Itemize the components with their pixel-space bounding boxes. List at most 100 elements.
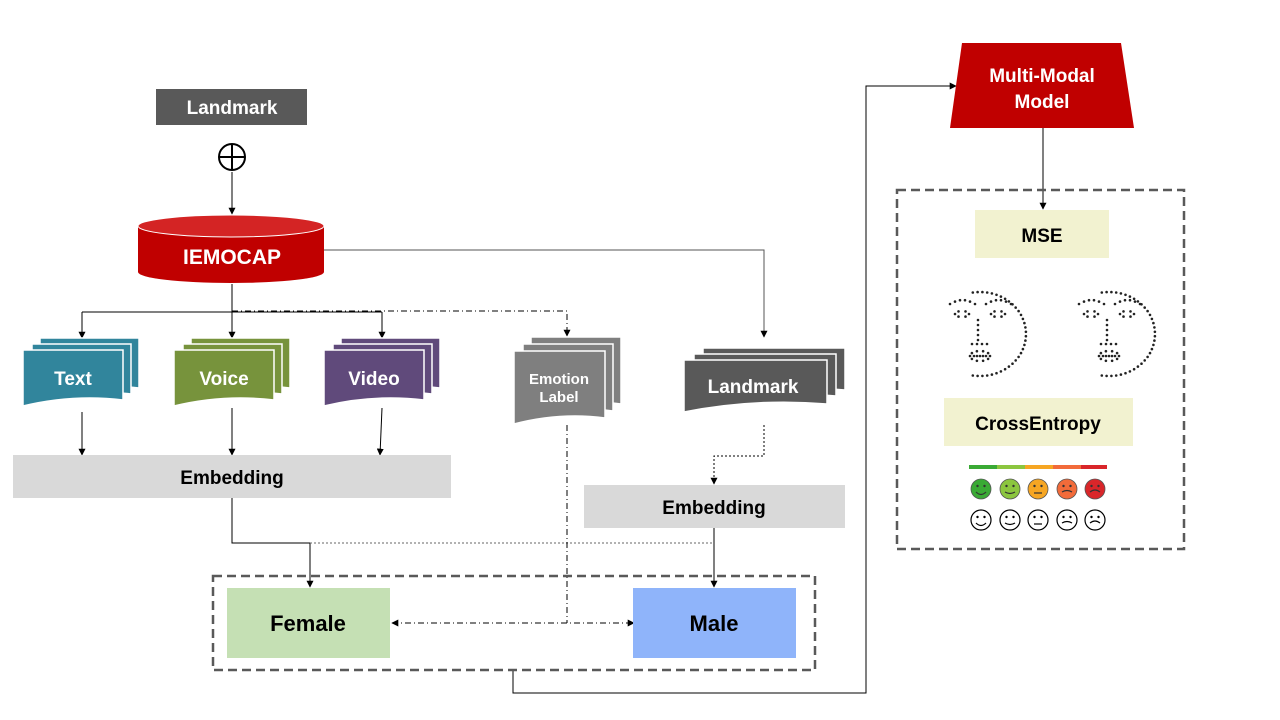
face-landmark-dot (1024, 326, 1027, 329)
mse-label: MSE (1021, 226, 1062, 247)
face-landmark-dot (1148, 351, 1152, 355)
gender-group-box (211, 574, 817, 672)
doc-stack-emotion-label (513, 336, 622, 425)
face-landmark-dot (1118, 312, 1122, 316)
face-landmark-dot (994, 298, 998, 302)
crossentropy-label: CrossEntropy (975, 414, 1101, 435)
emoji-face-icon (1084, 509, 1106, 531)
face-landmark-dot (1023, 321, 1026, 325)
face-landmark-dot (1104, 342, 1108, 346)
mse-box (975, 210, 1109, 258)
embedding-left-label: Embedding (180, 468, 283, 489)
face-landmark-dot (1087, 298, 1091, 302)
arrow-iemocap-to-landmark (324, 249, 768, 338)
face-landmark-dot (971, 374, 975, 377)
face-landmark-dot (1104, 354, 1108, 358)
face-landmark-dot (1105, 318, 1109, 322)
emoji-face-icon (970, 478, 992, 500)
face-landmark-left-icon (948, 290, 1028, 378)
face-landmark-dot (981, 290, 984, 294)
face-landmark-dot (1099, 357, 1103, 361)
face-landmark-dot (989, 312, 993, 316)
face-landmark-dot (993, 310, 996, 313)
face-landmark-dot (1105, 374, 1108, 378)
modality-voice-label: Voice (199, 369, 248, 390)
face-landmark-dot (1019, 351, 1023, 355)
doc-stack-voice (173, 337, 291, 407)
emoji-face-icon (999, 509, 1021, 531)
face-landmark-dot (1153, 330, 1157, 334)
face-landmark-dot (1148, 313, 1152, 317)
face-landmark-dot (1014, 306, 1017, 309)
face-landmark-dot (970, 342, 974, 346)
face-landmark-dot (1105, 290, 1108, 294)
face-landmark-dot (976, 323, 980, 327)
face-landmark-dot (1099, 342, 1103, 346)
face-landmark-dot (999, 298, 1003, 302)
face-landmark-dot (1082, 300, 1086, 303)
face-landmark-dot (981, 349, 985, 353)
face-landmark-dot (948, 302, 952, 306)
face-landmark-dot (968, 300, 972, 303)
face-landmark-dot (1104, 349, 1108, 353)
face-landmark-dot (1114, 342, 1118, 346)
doc-stack-text (22, 337, 140, 407)
emoji-face-icon (1027, 509, 1049, 531)
face-landmark-dot (978, 354, 982, 358)
face-landmark-dot (1132, 297, 1136, 301)
face-landmark-dot (1124, 293, 1127, 297)
face-landmark-dot (1009, 302, 1013, 306)
face-landmark-dot (1099, 351, 1103, 355)
face-landmark-dot (1003, 367, 1007, 371)
face-landmark-dot (1014, 359, 1017, 362)
face-landmark-dot (1007, 300, 1011, 303)
face-landmark-dot (1110, 374, 1113, 378)
face-landmark-dot (1024, 330, 1028, 334)
face-landmark-dot (973, 302, 977, 306)
face-landmark-dot (1143, 306, 1146, 309)
face-landmark-dot (1021, 317, 1025, 321)
face-landmark-dot (1136, 365, 1140, 368)
crossentropy-box (944, 398, 1133, 446)
face-landmark-dot (1003, 297, 1007, 301)
face-landmark-dot (975, 359, 979, 363)
face-landmark-dot (976, 290, 979, 294)
model-label-line1: Multi-Modal (989, 66, 1095, 87)
face-landmark-dot (1000, 310, 1003, 313)
face-landmark-dot (1097, 300, 1101, 303)
face-landmark-dot (1011, 362, 1014, 366)
face-landmark-dot (953, 300, 957, 303)
face-landmark-dot (958, 298, 962, 302)
face-landmark-dot (1153, 339, 1156, 342)
face-landmark-dot (976, 328, 980, 332)
combine-icon (218, 143, 246, 171)
face-landmark-dot (1110, 359, 1114, 363)
face-landmark-dot (985, 374, 989, 377)
face-landmark-dot (957, 310, 960, 313)
face-landmark-dot (999, 295, 1003, 298)
embedding-left-bar (13, 455, 451, 498)
emoji-face-icon (999, 478, 1021, 500)
database-label: IEMOCAP (183, 246, 281, 269)
face-landmark-dot (1114, 374, 1118, 377)
emoji-face-icon (1027, 478, 1049, 500)
face-landmark-dot (1003, 312, 1007, 316)
face-landmark-dot (1143, 359, 1146, 362)
face-landmark-dot (1101, 354, 1105, 358)
face-landmark-dot (1146, 309, 1149, 313)
face-landmark-dot (1105, 338, 1109, 342)
emoji-row-outline (970, 509, 1106, 531)
face-landmark-dot (1110, 354, 1114, 358)
face-landmark-dot (1115, 351, 1119, 355)
face-landmark-dot (1105, 323, 1109, 327)
embedding-right-label: Embedding (662, 498, 765, 519)
face-landmark-dot (1132, 367, 1136, 371)
face-landmark-dot (953, 312, 957, 316)
face-landmark-dot (1122, 310, 1125, 313)
emoji-face-icon (1084, 478, 1106, 500)
face-landmark-dot (1132, 312, 1136, 316)
arrow-embedding-left-to-female (231, 498, 314, 588)
face-landmark-dot (986, 357, 990, 361)
